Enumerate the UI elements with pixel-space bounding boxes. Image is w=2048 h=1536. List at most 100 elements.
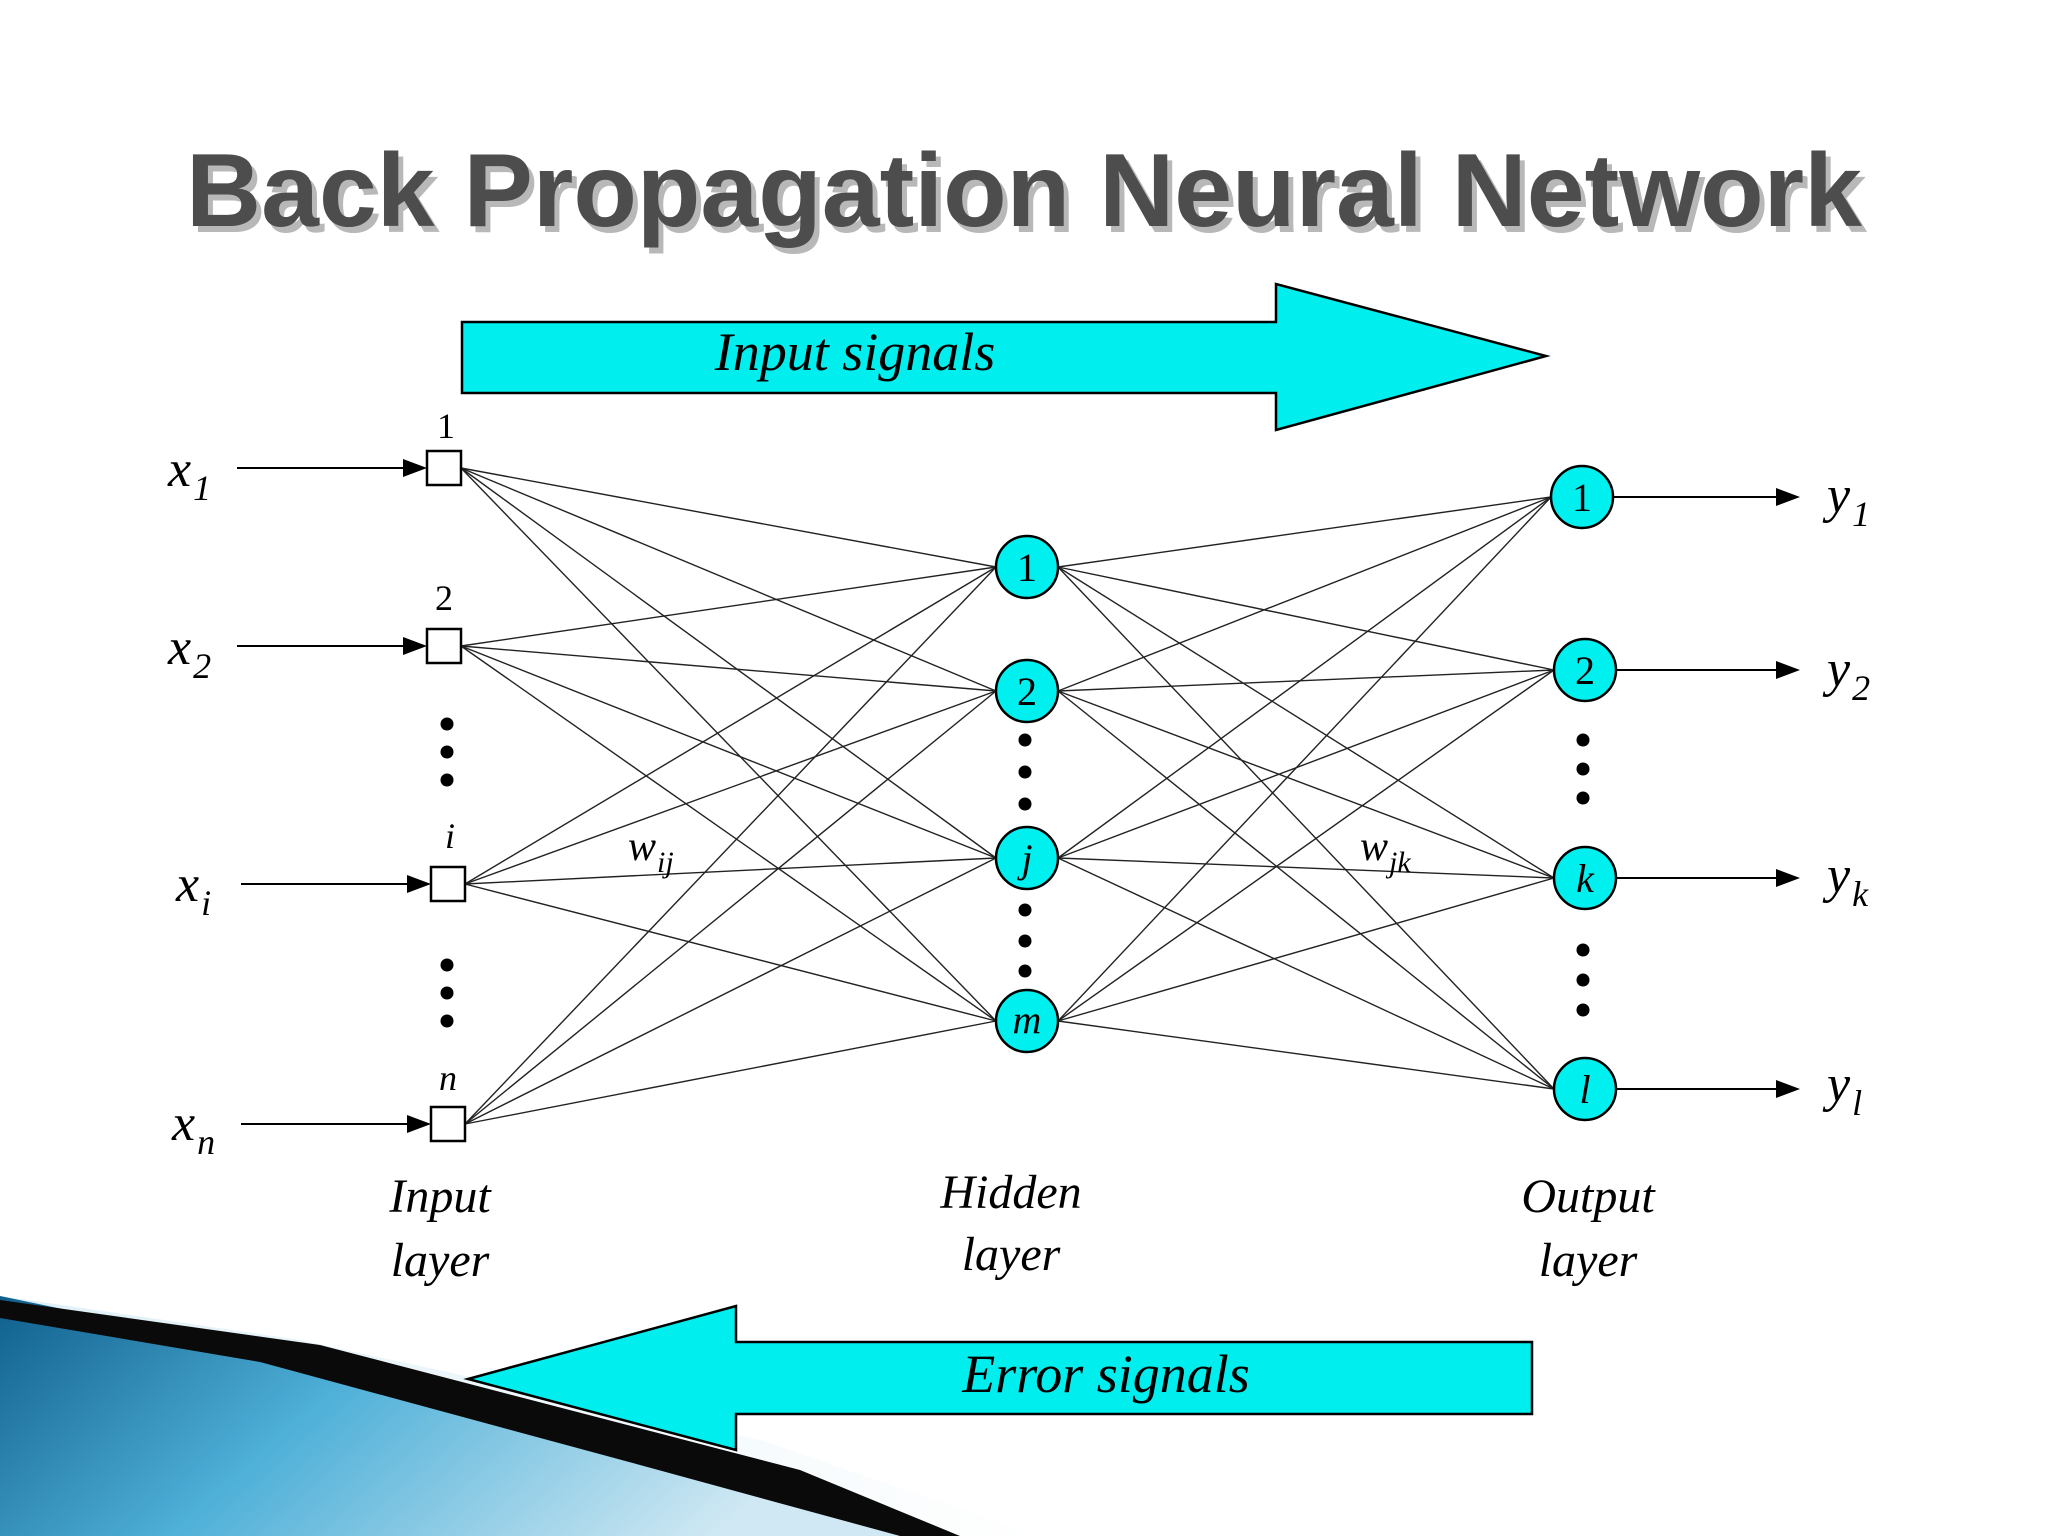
connection-hidden-output [1057, 877, 1555, 1022]
connection-hidden-output [1057, 669, 1555, 692]
connection-hidden-output [1057, 496, 1552, 859]
ellipsis-dot [440, 773, 454, 787]
output-arrow-1-arrowhead [1776, 488, 1800, 506]
output-layer-label-line1: Output [1521, 1170, 1656, 1223]
output-arrow-2-arrowhead [1776, 661, 1800, 679]
hidden-neuron [994, 658, 1060, 724]
ellipsis-dot [1576, 791, 1590, 805]
ellipsis-dot [1018, 765, 1032, 779]
backward-arrow-shape [463, 1304, 1534, 1452]
network-connections [460, 467, 1555, 1125]
input-node-n: n xn [171, 1058, 467, 1162]
connection-input-hidden [464, 566, 997, 1125]
connection-hidden-output [1057, 857, 1555, 1090]
connection-input-hidden [464, 883, 997, 1022]
output-node-k: k yk [1552, 845, 1869, 914]
hidden-node-j: j [994, 825, 1060, 891]
connection-input-hidden [460, 467, 997, 859]
hidden-layer: 1 2 j m Hidden layer [939, 534, 1082, 1281]
output-neuron [1552, 637, 1618, 703]
hidden-index: 2 [1017, 669, 1037, 714]
output-layer: 1 y1 2 y2 k yk l yl Output layer [1521, 464, 1870, 1287]
input-node-i: i xi [175, 816, 467, 923]
input-arrow-1-arrowhead [403, 459, 427, 477]
weight-label-wij: wij [628, 824, 674, 879]
connection-input-hidden [460, 467, 997, 1022]
ellipsis-dot [1018, 733, 1032, 747]
error-signals-arrow: Error signals [463, 1304, 1534, 1452]
connection-input-hidden [464, 1020, 997, 1125]
connection-hidden-output [1057, 496, 1552, 568]
hidden-node-m: m [994, 988, 1060, 1054]
connection-hidden-output [1057, 566, 1555, 671]
output-arrow-l-arrowhead [1776, 1080, 1800, 1098]
input-node-2: 2 x2 [167, 578, 463, 686]
ellipsis-dot [1018, 964, 1032, 978]
hidden-neuron [994, 988, 1060, 1054]
hidden-index: m [1013, 997, 1042, 1042]
ellipsis-dot [1018, 903, 1032, 917]
output-neuron [1552, 1056, 1618, 1122]
output-arrow-k-arrowhead [1776, 869, 1800, 887]
hidden-neuron [994, 534, 1060, 600]
input-var: x1 [167, 441, 211, 508]
hidden-layer-label-line1: Hidden [939, 1166, 1081, 1219]
input-index: 2 [435, 578, 453, 618]
connection-hidden-output [1057, 857, 1555, 879]
io-arrows [237, 459, 1800, 1133]
ellipsis-dot [1576, 762, 1590, 776]
input-box [429, 865, 467, 903]
output-index: 1 [1572, 475, 1592, 520]
connection-input-hidden [464, 566, 997, 885]
ellipsis-dot [1576, 973, 1590, 987]
connection-hidden-output [1057, 566, 1555, 1090]
ellipsis-dot [440, 717, 454, 731]
ellipsis-dot [440, 745, 454, 759]
connection-hidden-output [1057, 1020, 1555, 1090]
ellipsis-dot [1576, 733, 1590, 747]
input-layer: 1 x1 2 x2 i xi n xn Input layer [167, 406, 492, 1287]
corner-decoration [0, 1296, 1040, 1536]
connection-input-hidden [460, 467, 997, 692]
hidden-layer-label-line2: layer [962, 1228, 1061, 1281]
ellipsis-dots [440, 717, 1590, 1028]
connection-input-hidden [464, 857, 997, 885]
connection-input-hidden [460, 467, 997, 568]
input-var: xn [171, 1095, 215, 1162]
connection-hidden-output [1057, 496, 1552, 1022]
ellipsis-dot [1576, 943, 1590, 957]
hidden-neuron [994, 825, 1060, 891]
input-index: n [439, 1058, 457, 1098]
input-box [425, 449, 463, 487]
ellipsis-dot [1576, 1003, 1590, 1017]
error-signals-label: Error signals [961, 1344, 1250, 1404]
hidden-node-1: 1 [994, 534, 1060, 600]
weight-label-wjk: wjk [1360, 824, 1411, 879]
input-var: xi [175, 856, 211, 923]
input-arrow-i-arrowhead [407, 875, 431, 893]
input-arrow-2-arrowhead [403, 637, 427, 655]
ellipsis-dot [1018, 934, 1032, 948]
connection-input-hidden [464, 857, 997, 1125]
ellipsis-dot [1018, 797, 1032, 811]
connection-hidden-output [1057, 669, 1555, 1022]
ellipsis-dot [440, 958, 454, 972]
input-layer-label-line1: Input [388, 1170, 492, 1223]
output-node-1: 1 y1 [1549, 464, 1870, 534]
connection-hidden-output [1057, 669, 1555, 859]
input-layer-label-line2: layer [391, 1234, 490, 1287]
input-box [425, 627, 463, 665]
ellipsis-dot [440, 1014, 454, 1028]
hidden-index: 1 [1017, 545, 1037, 590]
input-node-1: 1 x1 [167, 406, 463, 508]
output-node-2: 2 y2 [1552, 637, 1870, 708]
output-neuron [1552, 845, 1618, 911]
connection-input-hidden [460, 645, 997, 859]
connection-input-hidden [460, 645, 997, 1022]
output-var: yl [1822, 1056, 1862, 1123]
output-neuron [1549, 464, 1615, 530]
input-index: 1 [437, 406, 455, 446]
ellipsis-dot [440, 986, 454, 1000]
connection-input-hidden [464, 690, 997, 1125]
